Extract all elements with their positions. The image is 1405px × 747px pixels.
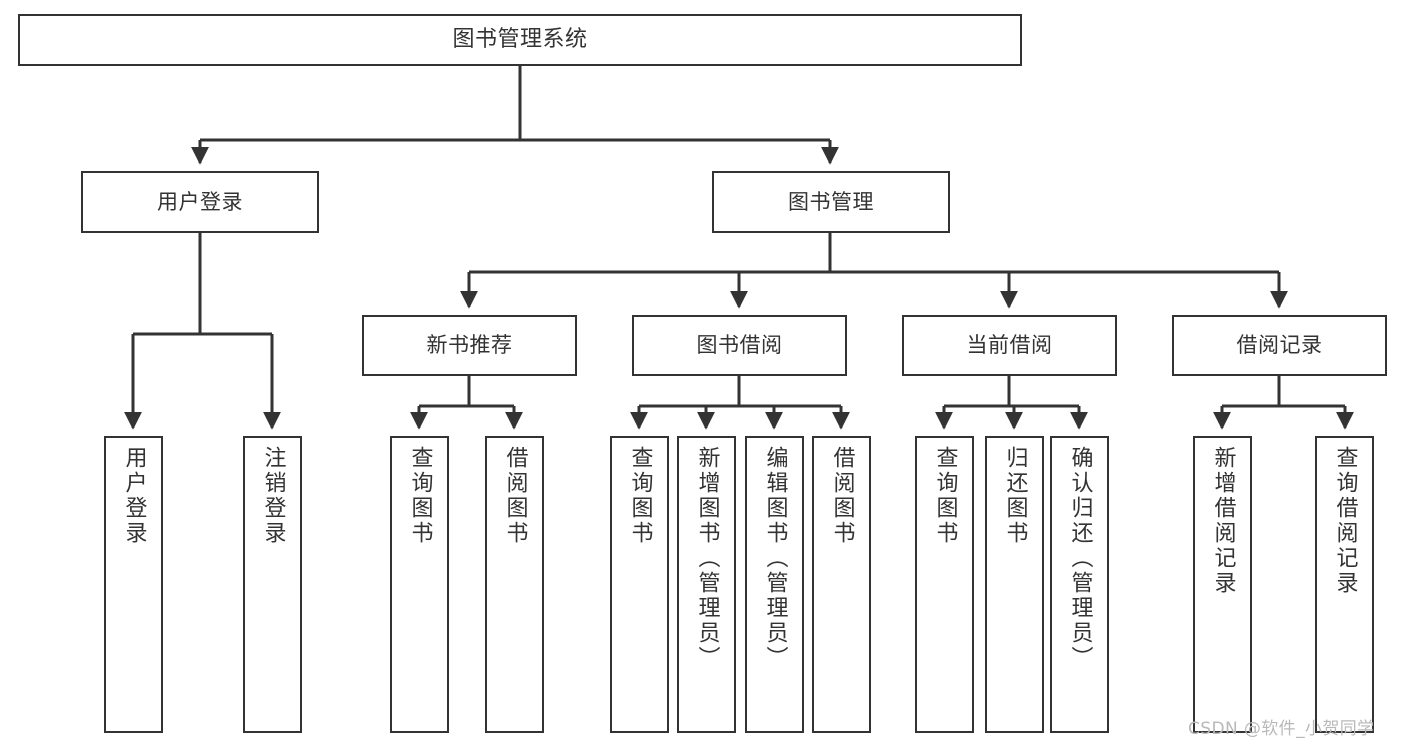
node-book-management-system[interactable]: 图书管理系统 [18,14,1022,66]
node-label: 查询图书 [407,446,433,546]
node-label: 借阅记录 [1236,333,1323,358]
leaf-borrow-book[interactable]: 借阅图书 [812,436,871,733]
node-label: 图书管理 [788,189,874,214]
leaf-logout-login[interactable]: 注销登录 [243,436,302,733]
leaf-user-login[interactable]: 用户登录 [104,436,163,733]
node-borrow-record[interactable]: 借阅记录 [1172,315,1387,376]
leaf-edit-book-admin[interactable]: 编辑图书（管理员） [745,436,804,733]
node-book-management[interactable]: 图书管理 [712,171,950,233]
node-label: 确认归还（管理员） [1067,446,1093,671]
node-label: 新增借阅记录 [1210,446,1236,596]
leaf-confirm-return-admin[interactable]: 确认归还（管理员） [1050,436,1109,733]
node-label: 查询图书 [932,446,958,546]
node-label: 查询借阅记录 [1332,446,1358,596]
node-label: 新增图书（管理员） [694,446,720,671]
node-user-login[interactable]: 用户登录 [81,171,319,233]
node-label: 新书推荐 [426,333,513,358]
node-new-book-recommend[interactable]: 新书推荐 [362,315,577,376]
node-label: 查询图书 [627,446,653,546]
node-book-borrow[interactable]: 图书借阅 [632,315,847,376]
node-current-borrow[interactable]: 当前借阅 [902,315,1117,376]
node-label: 借阅图书 [502,446,528,546]
leaf-query-borrow-record[interactable]: 查询借阅记录 [1315,436,1374,733]
csdn-watermark: CSDN @软件_小贺同学 [1188,719,1375,739]
leaf-return-book[interactable]: 归还图书 [985,436,1044,733]
leaf-query-book-current[interactable]: 查询图书 [915,436,974,733]
node-label: 图书管理系统 [452,27,588,53]
node-label: 编辑图书（管理员） [762,446,788,671]
leaf-query-book-borrow[interactable]: 查询图书 [610,436,669,733]
node-label: 借阅图书 [829,446,855,546]
node-label: 图书借阅 [696,333,783,358]
leaf-add-book-admin[interactable]: 新增图书（管理员） [677,436,736,733]
leaf-query-book-new[interactable]: 查询图书 [390,436,449,733]
leaf-add-borrow-record[interactable]: 新增借阅记录 [1193,436,1252,733]
leaf-borrow-book-new[interactable]: 借阅图书 [485,436,544,733]
node-label: 注销登录 [260,446,286,546]
node-label: 用户登录 [121,446,147,546]
node-label: 归还图书 [1002,446,1028,546]
node-label: 用户登录 [157,189,243,214]
node-label: 当前借阅 [966,333,1053,358]
